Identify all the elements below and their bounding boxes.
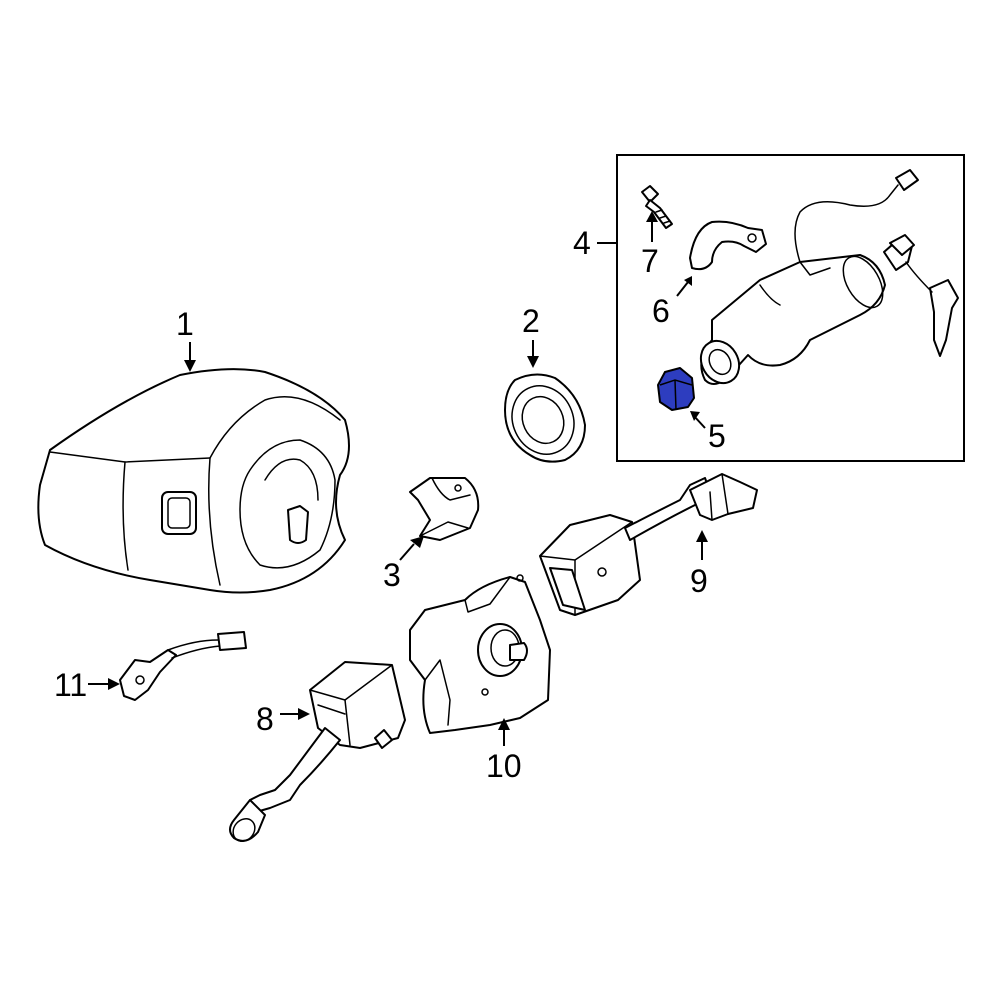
callout-label-6: 6	[652, 293, 670, 329]
part-5-hex-nut[interactable]	[657, 367, 695, 411]
callout-5: 5	[690, 411, 726, 454]
callout-label-11: 11	[54, 667, 87, 703]
callout-10: 10	[486, 718, 522, 784]
callout-label-2: 2	[522, 303, 540, 339]
part-4-ignition-switch[interactable]	[693, 169, 959, 390]
callout-label-4: 4	[573, 225, 591, 261]
part-10-clock-spring[interactable]	[409, 574, 551, 734]
part-1-column-cover[interactable]	[37, 368, 350, 594]
part-2-grommet[interactable]	[501, 373, 586, 464]
callout-label-7: 7	[641, 243, 659, 279]
callout-label-5: 5	[708, 418, 726, 454]
callout-label-8: 8	[256, 701, 274, 737]
callout-8: 8	[256, 701, 310, 737]
callout-1: 1	[176, 306, 196, 372]
part-9-wiper-switch[interactable]	[539, 473, 758, 616]
callout-4: 4	[573, 225, 617, 261]
callout-label-10: 10	[486, 748, 522, 784]
callout-3: 3	[383, 536, 424, 593]
part-6-clamp[interactable]	[689, 220, 767, 271]
callout-label-1: 1	[176, 306, 194, 342]
part-3-bracket[interactable]	[409, 477, 480, 541]
callout-9: 9	[690, 530, 708, 599]
part-11-harness[interactable]	[119, 631, 247, 701]
part-7-screw[interactable]	[641, 185, 673, 229]
part-8-turn-signal-switch[interactable]	[229, 661, 406, 846]
callout-label-9: 9	[690, 563, 708, 599]
callout-7: 7	[641, 211, 659, 279]
part-4-kit-box	[616, 154, 965, 462]
callout-2: 2	[522, 303, 540, 368]
callout-6: 6	[652, 276, 692, 329]
callout-label-3: 3	[383, 557, 401, 593]
callout-11: 11	[54, 667, 120, 703]
